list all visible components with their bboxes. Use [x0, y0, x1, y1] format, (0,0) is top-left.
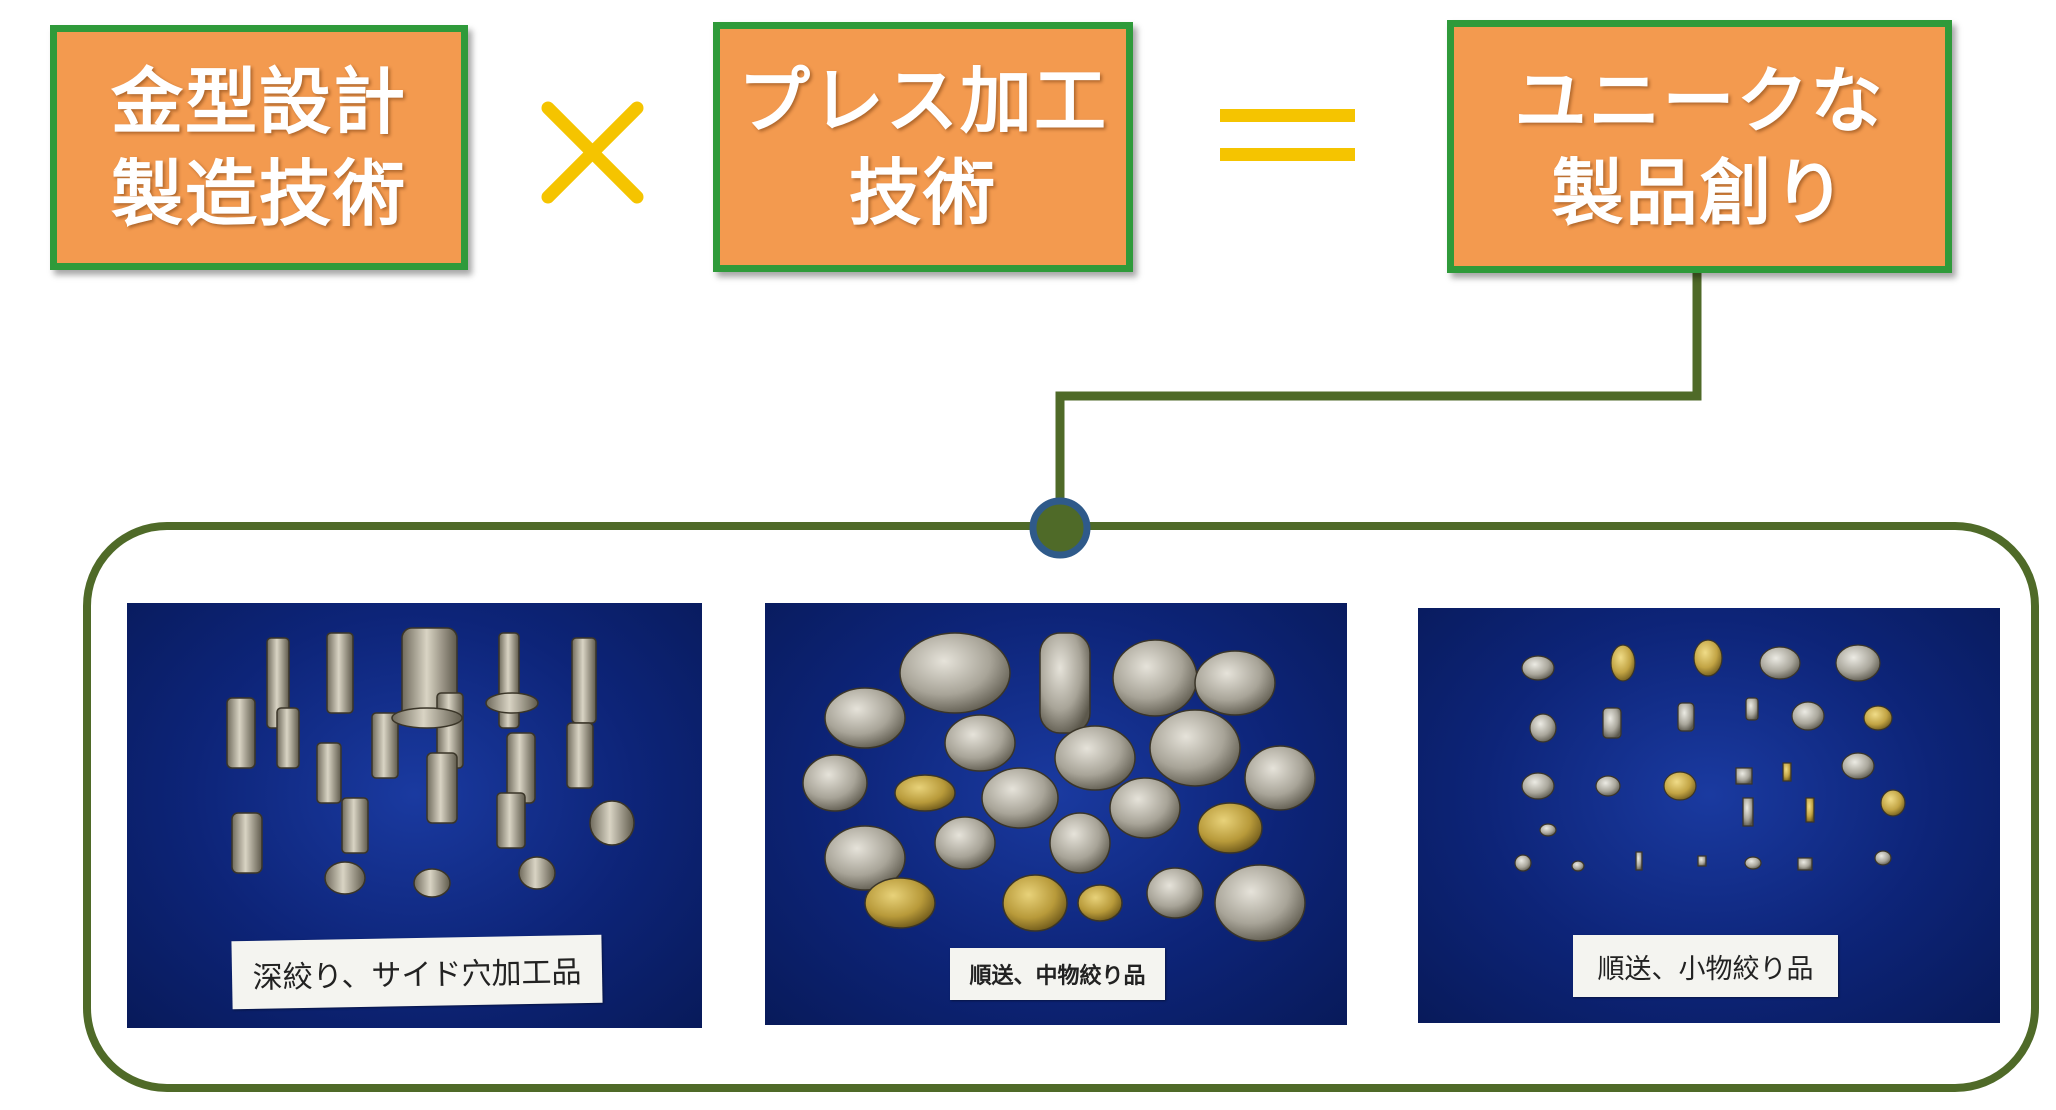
box-line: ユニークな [1514, 58, 1885, 143]
box-line: 製造技術 [110, 151, 407, 236]
mold-design-box: 金型設計 製造技術 [50, 25, 468, 270]
deep-drawing-photo: 深絞り、サイド穴加工品 [127, 603, 702, 1028]
progressive-small-photo: 順送、小物絞り品 [1418, 608, 2000, 1023]
metal-parts-image [1514, 639, 1906, 872]
unique-products-box: ユニークな 製品創り [1447, 20, 1952, 273]
photo-label: 深絞り、サイド穴加工品 [231, 934, 603, 1010]
metal-parts-image [226, 627, 635, 898]
box-line: 製品創り [1551, 150, 1848, 235]
equals-icon [1220, 109, 1355, 161]
metal-parts-image [802, 632, 1316, 942]
box-line: プレス加工 [737, 59, 1108, 143]
connector-path [1055, 273, 1702, 528]
connector-node [1029, 497, 1091, 559]
photo-label: 順送、中物絞り品 [950, 948, 1165, 1000]
photo-label: 順送、小物絞り品 [1573, 935, 1838, 997]
multiply-icon [541, 101, 644, 204]
box-line: 技術 [848, 151, 997, 235]
press-processing-box: プレス加工 技術 [713, 22, 1133, 272]
box-line: 金型設計 [110, 59, 407, 144]
progressive-medium-photo: 順送、中物絞り品 [765, 603, 1347, 1025]
